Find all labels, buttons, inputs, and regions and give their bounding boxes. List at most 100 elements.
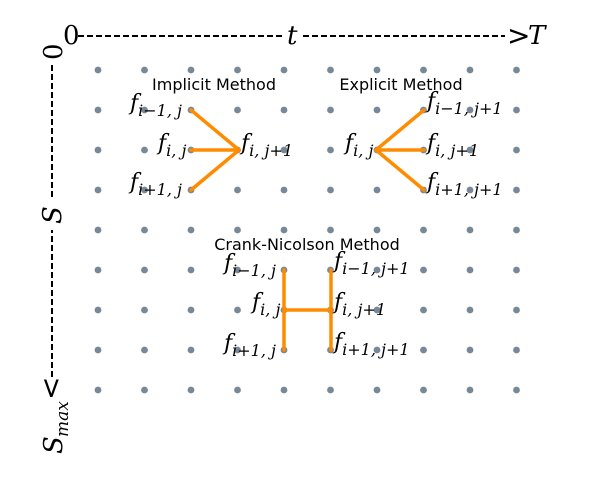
grid-dot <box>280 386 288 394</box>
svg-text:S: S <box>39 436 69 454</box>
grid-dot <box>373 266 381 274</box>
explicit-method-title: Explicit Method <box>339 75 462 94</box>
grid-dot <box>420 346 427 354</box>
grid-dot <box>94 266 102 274</box>
grid-dot <box>513 106 520 114</box>
grid-dot <box>466 186 474 194</box>
grid-dot <box>141 266 148 274</box>
svg-text:max: max <box>53 401 73 437</box>
s-origin-label: 0 <box>39 43 69 60</box>
grid-dot <box>187 386 195 394</box>
grid-dot <box>141 386 148 394</box>
crank-nicolson-method-title: Crank-Nicolson Method <box>214 235 400 254</box>
grid-dot <box>373 186 381 194</box>
cn-label-f-i-j: fi, j <box>250 290 280 319</box>
implicit-method-title: Implicit Method <box>152 75 276 94</box>
grid-dot <box>513 226 520 234</box>
grid-dot <box>327 106 334 114</box>
grid-dot <box>141 346 148 354</box>
grid-dot <box>466 146 474 154</box>
s-axis-end-label: S max <box>39 401 73 454</box>
implicit-line-lower <box>189 148 241 192</box>
grid-dots <box>94 66 520 394</box>
grid-dot <box>513 146 520 154</box>
grid-dot <box>280 186 288 194</box>
grid-dot <box>327 66 334 74</box>
grid-dot <box>141 66 148 74</box>
grid-dot <box>420 66 427 74</box>
grid-dot <box>466 306 474 314</box>
grid-dot <box>141 306 148 314</box>
grid-dot <box>187 346 195 354</box>
explicit-label-f-i-jp1: fi, j+1 <box>425 131 479 160</box>
grid-dot <box>94 146 102 154</box>
crank-nicolson-stencil: Crank-Nicolson Method fi−1, j fi, j fi+1… <box>214 235 409 360</box>
implicit-label-f-im1-j: fi−1, j <box>128 91 182 120</box>
cn-label-f-i-jp1: fi, j+1 <box>332 290 386 319</box>
grid-dot <box>234 266 241 274</box>
grid-dot <box>466 266 474 274</box>
grid-dot <box>420 306 427 314</box>
implicit-stencil: Implicit Method fi−1, j fi, j fi+1, j fi… <box>128 75 293 199</box>
grid-dot <box>373 346 381 354</box>
explicit-line-lower <box>374 148 426 192</box>
grid-dot <box>234 186 241 194</box>
grid-dot <box>141 146 148 154</box>
grid-dot <box>373 66 381 74</box>
grid-dot <box>94 226 102 234</box>
t-axis-end-label: T <box>528 21 547 51</box>
grid-dot <box>94 346 102 354</box>
grid-dot <box>234 66 241 74</box>
grid-dot <box>466 66 474 74</box>
cn-label-f-im1-j: fi−1, j <box>222 251 276 280</box>
implicit-line-upper <box>189 108 241 152</box>
grid-dot <box>234 386 241 394</box>
explicit-stencil: Explicit Method fi, j fi−1, j+1 fi, j+1 … <box>339 75 502 199</box>
grid-dot <box>420 226 427 234</box>
t-origin-label: 0 <box>63 21 80 51</box>
grid-dot <box>327 186 334 194</box>
grid-dot <box>280 106 288 114</box>
grid-dot <box>280 146 288 154</box>
grid-dot <box>234 306 241 314</box>
explicit-label-f-ip1-jp1: fi+1, j+1 <box>425 170 503 199</box>
grid-dot <box>466 386 474 394</box>
grid-dot <box>513 266 520 274</box>
grid-dot <box>234 226 241 234</box>
grid-dot <box>327 226 334 234</box>
t-axis-label: t <box>287 21 298 51</box>
grid-dot <box>420 386 427 394</box>
s-axis-arrowhead: < <box>34 377 67 400</box>
grid-dot <box>280 226 288 234</box>
grid-dot <box>373 226 381 234</box>
grid-dot <box>466 106 474 114</box>
space-axis: 0 S < S max <box>34 43 73 454</box>
grid-dot <box>141 186 148 194</box>
s-axis-label: S <box>38 206 68 224</box>
t-axis-arrowhead: > <box>507 19 530 52</box>
cn-label-f-im1-jp1: fi−1, j+1 <box>332 249 410 278</box>
grid-dot <box>94 306 102 314</box>
grid-dot <box>280 66 288 74</box>
implicit-label-f-ip1-j: fi+1, j <box>128 170 182 199</box>
grid-dot <box>94 66 102 74</box>
grid-dot <box>141 106 148 114</box>
grid-dot <box>234 106 241 114</box>
grid-dot <box>513 66 520 74</box>
grid-dot <box>187 266 195 274</box>
grid-dot <box>373 386 381 394</box>
grid-dot <box>466 346 474 354</box>
grid-dot <box>420 266 427 274</box>
grid-dot <box>513 386 520 394</box>
grid-dot <box>513 306 520 314</box>
grid-dot <box>327 146 334 154</box>
grid-dot <box>94 106 102 114</box>
grid-dot <box>187 66 195 74</box>
grid-dot <box>466 226 474 234</box>
grid-dot <box>187 306 195 314</box>
grid-dot <box>234 346 241 354</box>
explicit-label-f-i-j: fi, j <box>343 131 373 160</box>
grid-dot <box>141 226 148 234</box>
